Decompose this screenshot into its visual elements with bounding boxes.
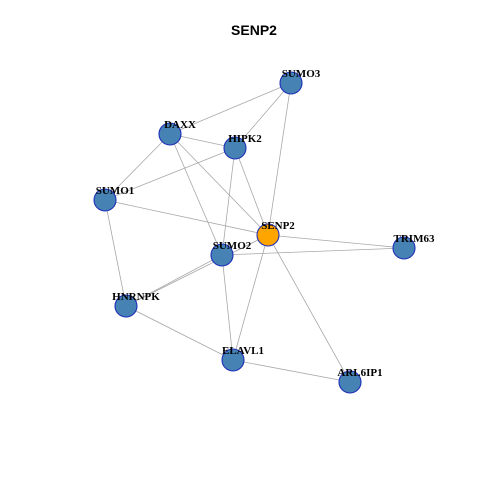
node-label-sumo2: SUMO2 (213, 240, 252, 252)
node-senp2: SENP2 (256, 220, 295, 247)
node-label-arl6ip1: ARL6IP1 (337, 367, 382, 379)
node-label-sumo1: SUMO1 (96, 185, 135, 197)
node-hipk2: HIPK2 (223, 133, 262, 160)
node-circle-arl6ip1 (338, 370, 362, 394)
edge-daxx-senp2 (169, 133, 269, 236)
node-daxx: DAXX (158, 119, 196, 146)
node-hnrnpk: HNRNPK (112, 291, 160, 318)
edge-layer (104, 82, 405, 383)
edge-daxx-sumo2 (169, 133, 223, 256)
node-label-trim63: TRIM63 (394, 233, 435, 245)
node-label-sumo3: SUMO3 (282, 68, 321, 80)
node-trim63: TRIM63 (392, 233, 435, 260)
node-sumo3: SUMO3 (279, 68, 321, 95)
node-circle-sumo3 (279, 71, 303, 95)
edge-sumo2-trim63 (221, 247, 405, 256)
edge-hipk2-sumo2 (221, 147, 236, 256)
node-sumo1: SUMO1 (93, 185, 135, 212)
edge-hnrnpk-elavl1 (125, 305, 234, 361)
edge-daxx-sumo3 (169, 82, 292, 135)
node-circle-trim63 (392, 236, 416, 260)
node-elavl1: ELAVL1 (221, 345, 264, 372)
node-circle-daxx (158, 122, 182, 146)
node-circle-elavl1 (221, 348, 245, 372)
edge-senp2-sumo3 (267, 82, 292, 236)
edge-senp2-trim63 (267, 234, 405, 249)
edge-sumo1-hnrnpk (104, 199, 127, 307)
node-circle-hipk2 (223, 136, 247, 160)
edge-senp2-elavl1 (232, 234, 269, 361)
edge-sumo2-elavl1 (221, 254, 234, 361)
node-circle-sumo2 (210, 243, 234, 267)
edge-sumo1-senp2 (104, 199, 269, 236)
edge-daxx-sumo1 (104, 133, 171, 201)
node-sumo2: SUMO2 (210, 240, 252, 267)
node-label-daxx: DAXX (164, 119, 196, 131)
node-circle-sumo1 (93, 188, 117, 212)
graph-title: SENP2 (231, 22, 277, 38)
node-circle-senp2 (256, 223, 280, 247)
node-arl6ip1: ARL6IP1 (337, 367, 383, 394)
edge-senp2-hnrnpk (125, 234, 269, 307)
edge-elavl1-arl6ip1 (232, 359, 351, 383)
node-circle-hnrnpk (114, 294, 138, 318)
edge-senp2-arl6ip1 (267, 234, 351, 383)
node-label-hipk2: HIPK2 (228, 133, 262, 145)
edge-hipk2-sumo1 (104, 147, 236, 201)
edge-hipk2-senp2 (234, 147, 269, 236)
edge-hipk2-sumo3 (234, 82, 292, 149)
node-label-elavl1: ELAVL1 (222, 345, 264, 357)
node-label-hnrnpk: HNRNPK (112, 291, 160, 303)
node-label-senp2: SENP2 (261, 220, 295, 232)
edge-sumo2-hnrnpk (125, 254, 223, 307)
